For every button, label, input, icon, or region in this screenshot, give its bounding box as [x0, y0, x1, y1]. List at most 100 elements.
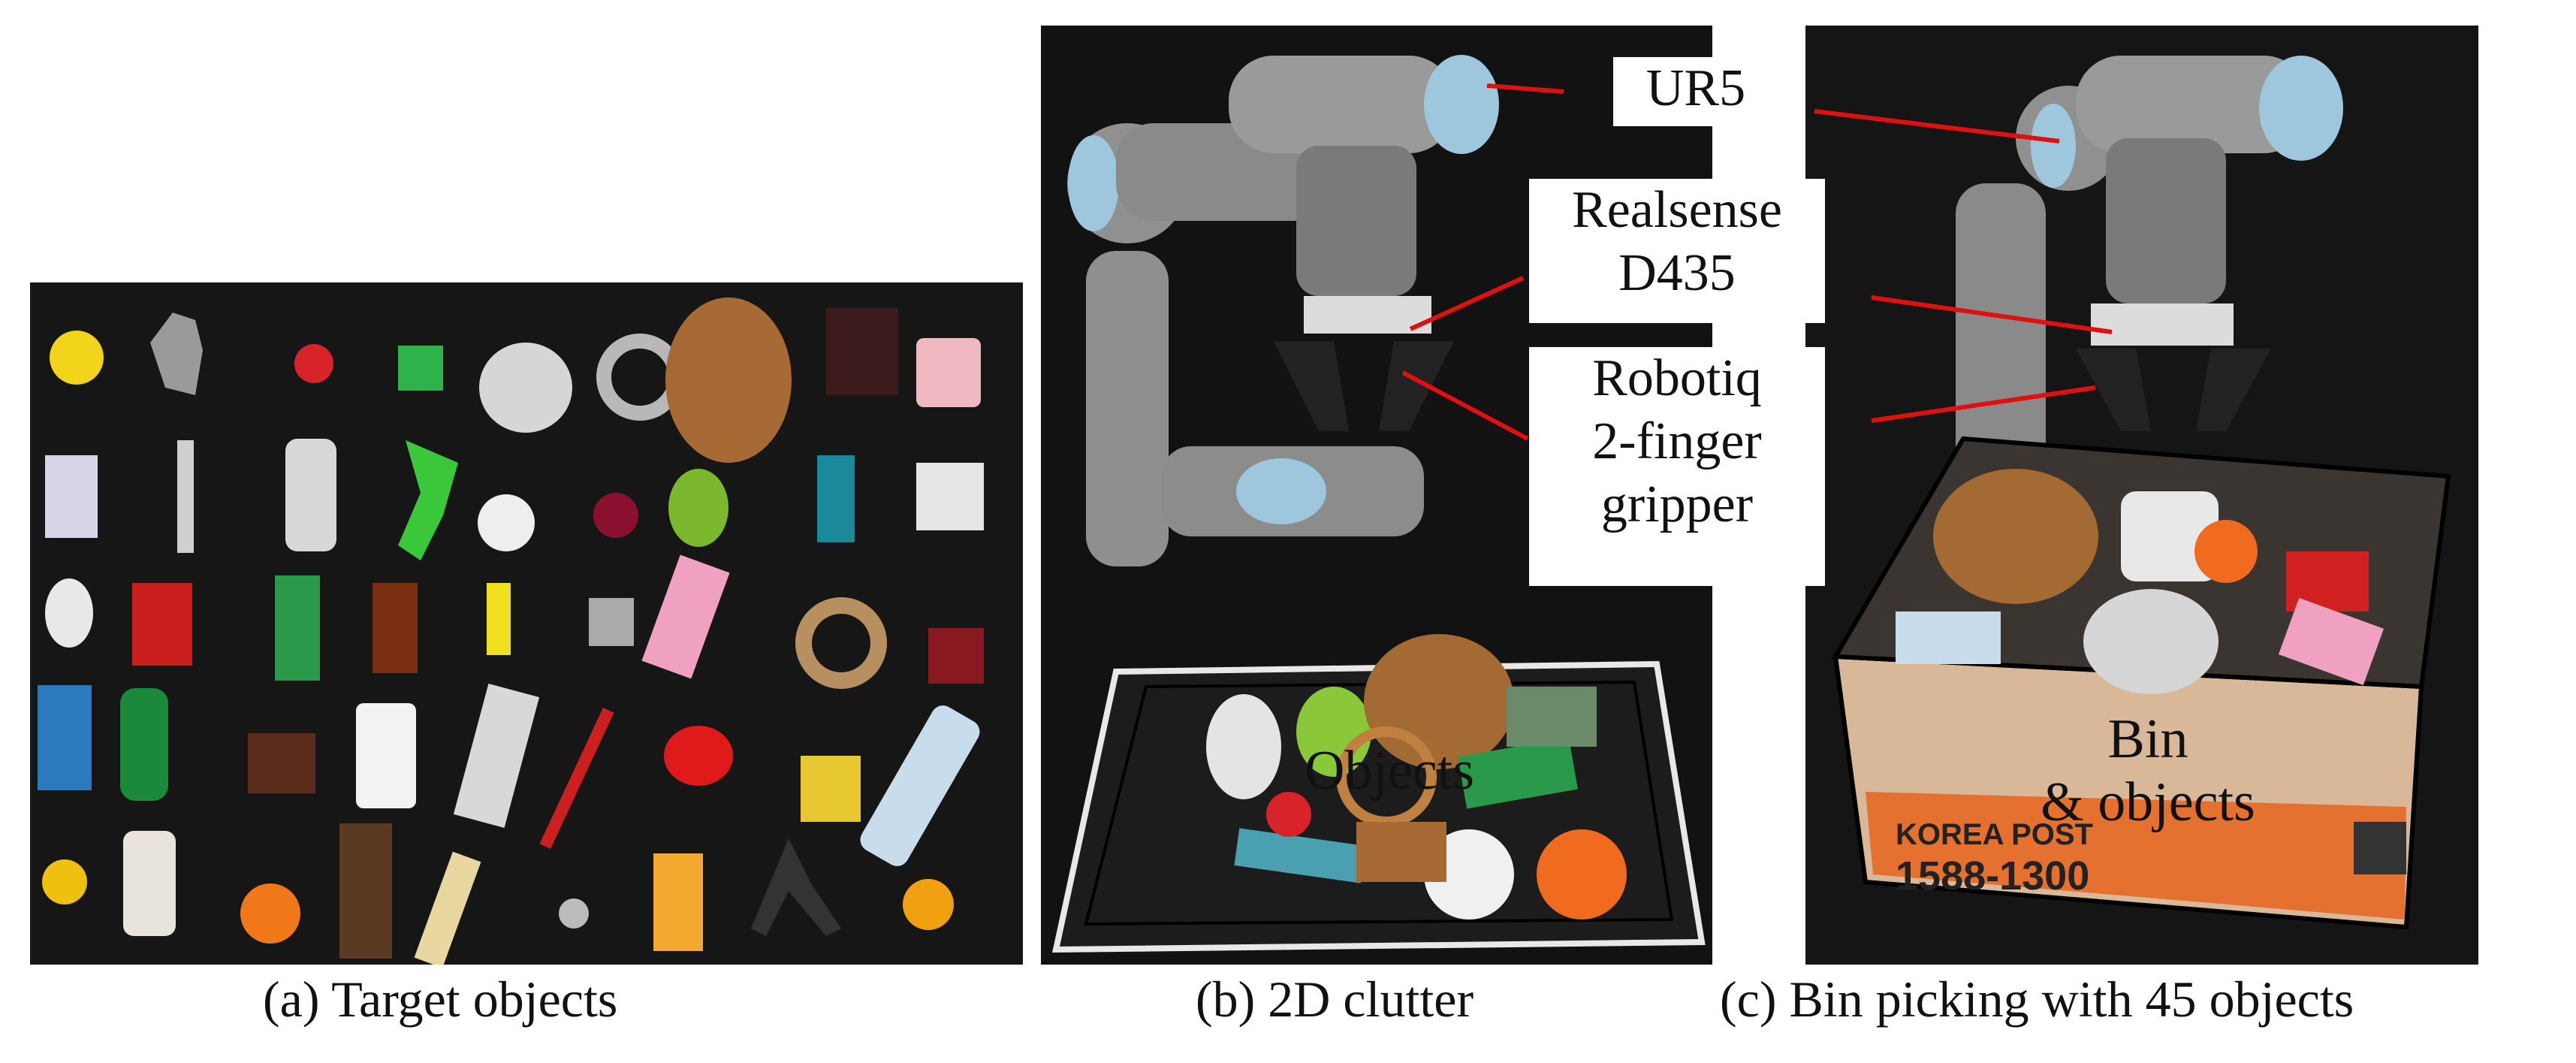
strawberry-object	[1266, 792, 1311, 837]
bin-overlay-label: Bin & objects	[1998, 708, 2298, 834]
target-objects-photo	[30, 282, 1023, 965]
robot-wrist-cap	[2259, 56, 2343, 161]
orange-object	[240, 883, 300, 944]
packing-tape-object	[795, 597, 887, 689]
baseball-object	[478, 494, 535, 551]
dinosaur-toy-object	[150, 313, 203, 395]
teddy-bear-object	[665, 297, 792, 463]
robot-base-column	[1086, 251, 1169, 566]
white-box-object	[916, 463, 984, 530]
callout-realsense-left	[1409, 276, 1525, 331]
callout-ur5-right	[1814, 109, 2060, 143]
cosmetic-box-object	[826, 308, 898, 395]
blue-bottle-object	[817, 455, 855, 542]
small-orange-object	[903, 879, 954, 930]
glue-bottle-object	[356, 703, 416, 808]
bin-overlay-line2: & objects	[2041, 772, 2255, 833]
robot-shoulder-cap	[1068, 135, 1119, 231]
figurine-object	[45, 578, 93, 648]
robotiq-label-line2: 2-finger	[1592, 412, 1762, 470]
robot-base-column	[1956, 183, 2046, 499]
rabbit-toy-object	[2083, 589, 2219, 694]
callout-realsense-right	[1871, 295, 2113, 334]
orange-ball-object	[2194, 520, 2258, 583]
realsense-label-line2: D435	[1618, 244, 1736, 302]
glue-stick-object	[487, 583, 511, 655]
milk-tea-bottle-object	[123, 831, 176, 936]
callout-robotiq-right	[1871, 385, 2096, 423]
caption-bin-picking: (c) Bin picking with 45 objects	[1720, 971, 2354, 1028]
box-brand-text: KOREA POST	[1896, 818, 2093, 851]
coffee-bottle-object	[339, 823, 392, 959]
bottle-object	[1234, 828, 1366, 883]
robot-elbow-cap	[1236, 458, 1326, 524]
realsense-label: Realsense D435	[1529, 179, 1825, 323]
thermos-object	[285, 439, 336, 551]
rabbit-toy-object	[479, 343, 572, 433]
clear-cup-object	[2121, 491, 2219, 581]
callout-robotiq-left	[1401, 370, 1529, 441]
ur5-label-text: UR5	[1645, 59, 1746, 117]
clutter-scene-illustration	[1041, 26, 1712, 965]
water-bottle-object	[1896, 612, 2001, 664]
sprite-can-object	[1458, 737, 1578, 809]
red-cube-object	[928, 628, 984, 684]
robot-wrist	[1229, 56, 1454, 153]
strawberry-object	[294, 344, 333, 383]
blue-carton-object	[38, 685, 92, 790]
pink-package-object	[641, 554, 730, 679]
objects-overlay-label: Objects	[1304, 740, 1475, 802]
plum-object	[593, 493, 638, 538]
bin-overlay-line1: Bin	[2107, 708, 2188, 770]
gripper-fingers	[1274, 341, 1454, 431]
rubik-cube-object	[398, 346, 443, 391]
wrench-object	[177, 440, 194, 553]
pink-cup-object	[916, 338, 981, 407]
yellow-cup-object	[801, 756, 861, 822]
lemon-object	[50, 331, 104, 385]
teddy-bear-object	[1933, 469, 2098, 604]
robotiq-label: Robotiq 2-finger gripper	[1529, 347, 1825, 586]
orange-ball-object	[1537, 829, 1627, 920]
robot-wrist-2	[2106, 138, 2226, 303]
green-can-object	[275, 575, 320, 681]
clamp-object	[751, 838, 841, 936]
target-objects-illustration	[30, 282, 1023, 965]
padlock-object	[589, 598, 634, 646]
gripper-fingers	[2076, 349, 2271, 431]
robotiq-label-line3: gripper	[1600, 476, 1754, 533]
box-number-text: 1588-1300	[1896, 853, 2089, 898]
pink-package-object	[2278, 597, 2384, 686]
clear-cup-object	[1206, 694, 1281, 799]
ur5-label: UR5	[1613, 57, 1778, 126]
bottle-cap-object	[559, 898, 589, 929]
soup-can-object	[132, 583, 192, 666]
brown-box-object	[248, 733, 315, 793]
clutter-scene-photo	[1041, 26, 1712, 965]
water-gun-object	[398, 440, 458, 560]
robot-wrist	[2076, 56, 2309, 153]
juice-box-object	[653, 853, 703, 951]
carton-object	[45, 455, 98, 538]
qr-code-icon	[2354, 822, 2406, 874]
apple-object	[664, 726, 733, 786]
robot-shoulder-cap	[2031, 104, 2076, 188]
caption-target-objects: (a) Target objects	[263, 971, 618, 1028]
snack-bar-object	[414, 851, 481, 965]
callout-ur5-left	[1486, 83, 1564, 94]
realsense-camera	[2091, 303, 2234, 346]
box-orange-band	[1866, 792, 2406, 920]
water-bottle-object	[860, 705, 980, 866]
robotiq-label-line1: Robotiq	[1592, 349, 1762, 407]
spice-jar-object	[373, 583, 418, 673]
robot-wrist-2	[1296, 146, 1416, 296]
bin-picking-photo: KOREA POST 1588-1300	[1805, 26, 2478, 965]
remote-control-object	[453, 684, 540, 828]
realsense-label-line1: Realsense	[1572, 181, 1782, 239]
robot-wrist-cap	[1424, 55, 1499, 154]
bin-picking-illustration: KOREA POST 1588-1300	[1805, 26, 2478, 965]
spoon-object	[539, 707, 614, 850]
caption-2d-clutter: (b) 2D clutter	[1196, 971, 1474, 1028]
carton-object	[1507, 687, 1597, 747]
